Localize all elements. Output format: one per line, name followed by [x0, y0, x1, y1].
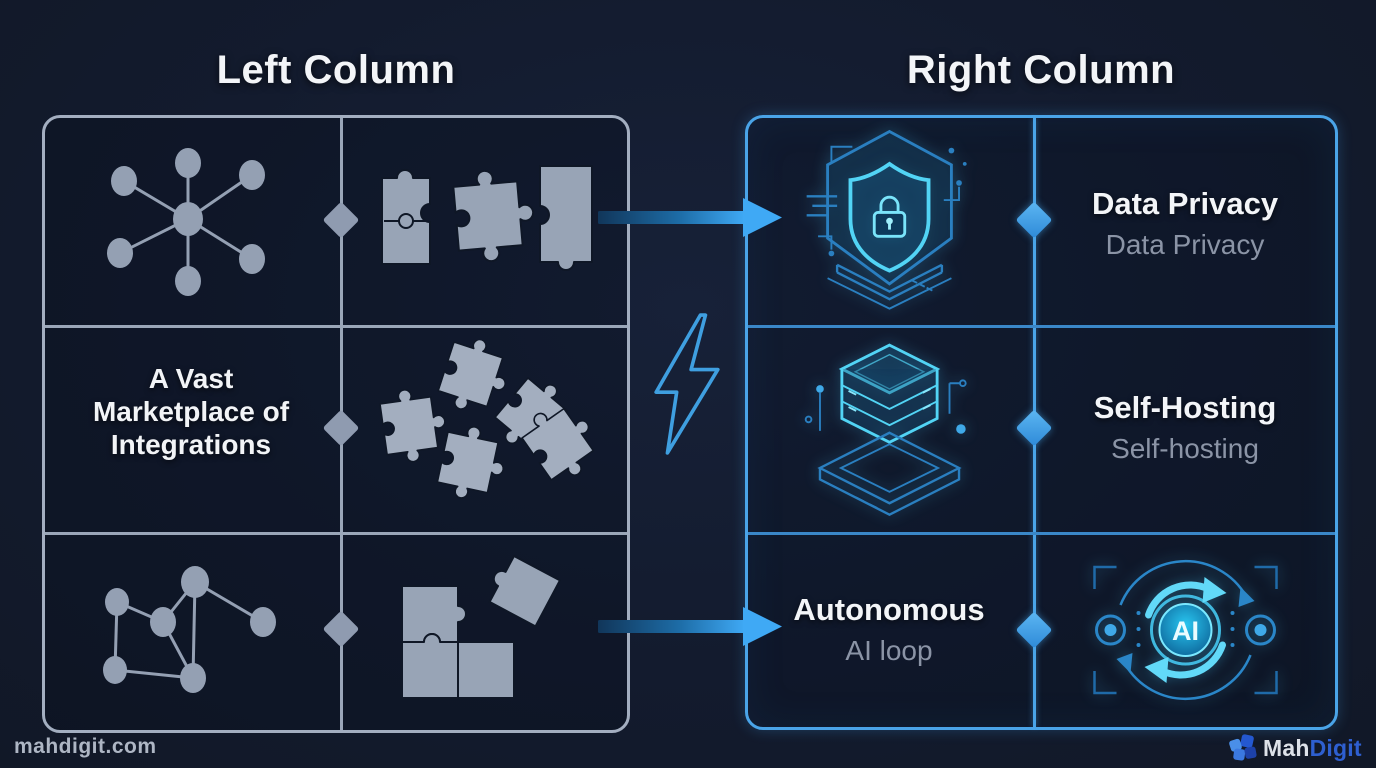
- bottom-connector-arrow-icon: [598, 607, 782, 646]
- left-table-row-divider-2: [45, 532, 627, 535]
- mahdigit-logo-icon: [1229, 734, 1257, 761]
- feature-title: Autonomous: [793, 592, 985, 627]
- brand-name-first: Mah: [1263, 734, 1310, 761]
- feature-subtitle: Data Privacy: [1105, 229, 1265, 260]
- brand-logo: MahDigit: [1228, 733, 1362, 763]
- feature-row-self-hosting: Self-Hosting Self-hosting: [1040, 390, 1330, 465]
- right-column-title: Right Column: [906, 48, 1176, 92]
- lightning-bolt-icon: [654, 313, 720, 455]
- top-connector-arrow-icon: [598, 198, 782, 237]
- brand-name: MahDigit: [1263, 735, 1362, 762]
- left-column-title: Left Column: [216, 48, 456, 92]
- right-table-row-divider-1: [748, 325, 1335, 328]
- right-table-row-divider-2: [748, 532, 1335, 535]
- hub-network-icon: [107, 148, 265, 296]
- watermark-url: mahdigit.com: [14, 735, 157, 758]
- puzzle-pieces-row-icon: [381, 165, 593, 271]
- ai-label: AI: [1172, 616, 1199, 646]
- feature-title: Data Privacy: [1091, 186, 1279, 221]
- server-stack-icon: [804, 343, 967, 517]
- brand-name-second: Digit: [1309, 734, 1362, 761]
- puzzle-assembly-icon: [401, 555, 561, 699]
- feature-row-data-privacy: Data Privacy Data Privacy: [1040, 186, 1330, 261]
- feature-subtitle: Self-hosting: [1111, 433, 1259, 464]
- feature-row-autonomous: Autonomous AI loop: [745, 592, 1033, 667]
- mesh-network-icon: [103, 566, 276, 693]
- feature-subtitle: AI loop: [845, 635, 933, 666]
- shield-lock-icon: [806, 129, 967, 310]
- puzzle-pieces-scattered-icon: [379, 340, 595, 499]
- left-table-row-divider-1: [45, 325, 627, 328]
- feature-title: Self-Hosting: [1093, 390, 1277, 425]
- ai-loop-icon: AI: [1093, 559, 1278, 701]
- marketplace-label: A Vast Marketplace of Integrations: [92, 363, 290, 460]
